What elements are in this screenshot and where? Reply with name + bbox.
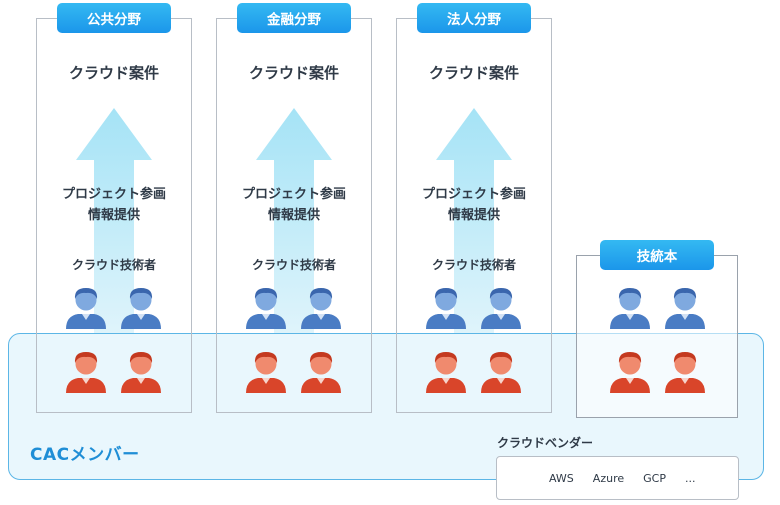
project-participation-label: プロジェクト参画	[241, 187, 346, 202]
blue-person-icon	[481, 288, 521, 329]
blue-person-icon	[301, 288, 341, 329]
sector-badge-public: 公共分野	[57, 3, 171, 33]
vendor-aws: AWS	[549, 471, 574, 485]
up-arrow-icon	[256, 108, 332, 333]
vendor-gcp: GCP	[643, 471, 666, 485]
cloud-engineers-label: クラウド技術者	[431, 258, 516, 272]
tech-headquarters-badge: 技統本	[600, 240, 714, 270]
red-person-icon	[481, 352, 521, 393]
blue-person-icon	[246, 288, 286, 329]
cloud-projects-label: クラウド案件	[248, 64, 339, 82]
red-person-icon	[66, 352, 106, 393]
cac-members-label: CACメンバー	[30, 445, 140, 465]
blue-person-icon	[66, 288, 106, 329]
blue-person-icon	[426, 288, 466, 329]
cloud-projects-label: クラウド案件	[428, 64, 519, 82]
sector-badge-finance: 金融分野	[237, 3, 351, 33]
up-arrow-icon	[76, 108, 152, 333]
sector-badge-corporate: 法人分野	[417, 3, 531, 33]
red-person-icon	[301, 352, 341, 393]
cloud-projects-label: クラウド案件	[68, 64, 159, 82]
info-provision-label: 情報提供	[267, 208, 320, 223]
project-participation-label: プロジェクト参画	[61, 187, 166, 202]
red-person-icon	[610, 352, 650, 393]
cloud-vendor-box: AWS Azure GCP ...	[496, 456, 739, 500]
info-provision-label: 情報提供	[87, 208, 140, 223]
cloud-engineers-label: クラウド技術者	[251, 258, 336, 272]
red-person-icon	[121, 352, 161, 393]
blue-person-icon	[665, 288, 705, 329]
project-participation-label: プロジェクト参画	[421, 187, 526, 202]
up-arrow-icon	[436, 108, 512, 333]
red-person-icon	[246, 352, 286, 393]
red-person-icon	[426, 352, 466, 393]
blue-person-icon	[121, 288, 161, 329]
blue-person-icon	[610, 288, 650, 329]
vendor-more: ...	[684, 471, 696, 485]
info-provision-label: 情報提供	[447, 208, 500, 223]
tech-headquarters-box	[576, 255, 738, 418]
cloud-vendor-label: クラウドベンダー	[497, 436, 594, 450]
red-person-icon	[665, 352, 705, 393]
cloud-engineers-label: クラウド技術者	[71, 258, 156, 272]
vendor-azure: Azure	[592, 471, 625, 485]
